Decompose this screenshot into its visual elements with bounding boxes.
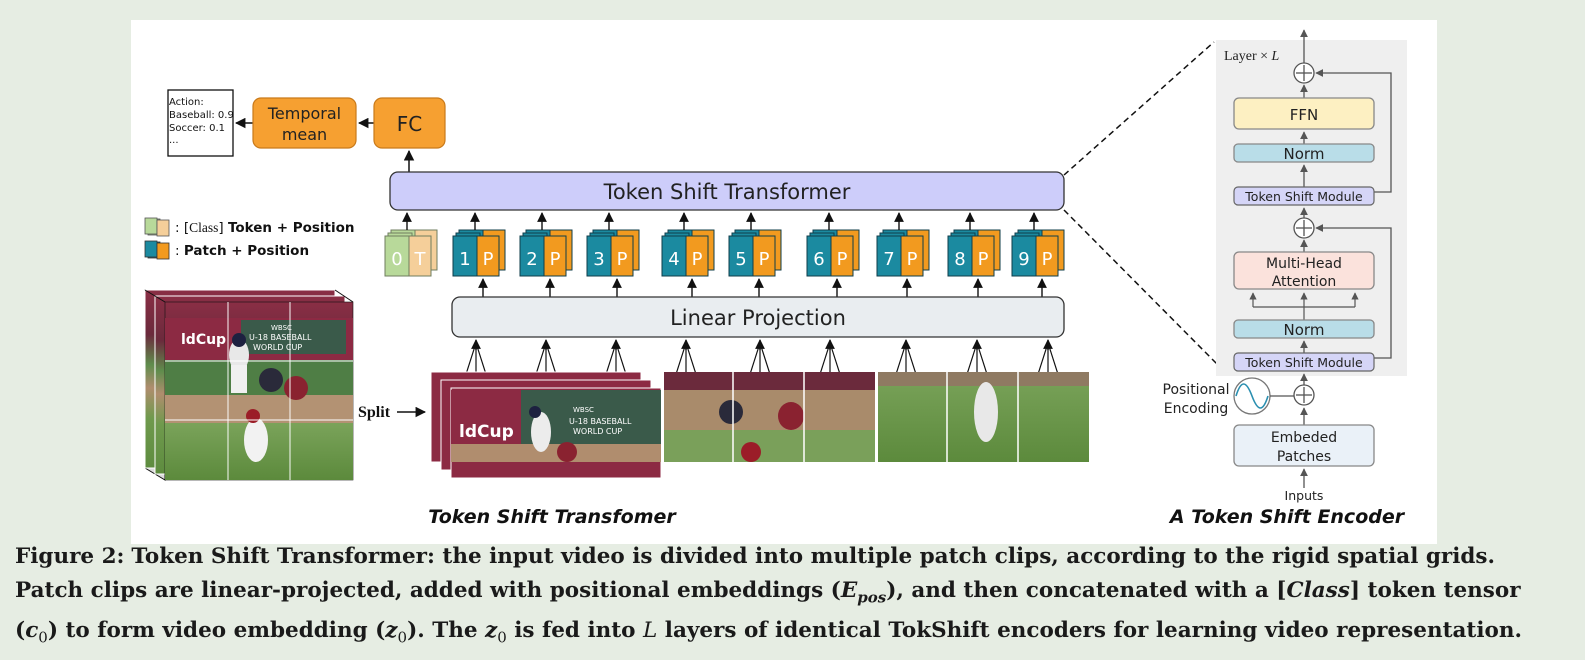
temporal-mean-line2: mean bbox=[282, 125, 327, 144]
token-letter: P bbox=[692, 249, 703, 270]
token-shift-module-top: Token Shift Module bbox=[1233, 186, 1375, 206]
output-box: Action: Baseball: 0.9 Soccer: 0.1 ... bbox=[167, 89, 234, 157]
token-letter: P bbox=[907, 249, 918, 270]
norm-box-bottom: Norm bbox=[1233, 319, 1375, 339]
add-node-middle bbox=[1293, 217, 1315, 239]
ffn-box: FFN bbox=[1233, 97, 1375, 130]
fc-box: FC bbox=[373, 97, 446, 149]
legend-patch-text: : Patch + Position bbox=[175, 243, 309, 259]
zoom-line-top bbox=[1063, 41, 1215, 176]
legend-class-swatch bbox=[144, 217, 170, 237]
split-label: Split bbox=[358, 404, 391, 421]
token-number: 0 bbox=[391, 249, 402, 270]
mha-line1: Multi-Head bbox=[1266, 256, 1342, 272]
patch-clips: ldCup WBSC U-18 BASEBALL WORLD CUP bbox=[430, 371, 1089, 479]
legend-patch-swatch bbox=[144, 240, 170, 260]
patch-banner-line2: WORLD CUP bbox=[573, 427, 622, 436]
temporal-mean-box: Temporal mean bbox=[252, 97, 357, 149]
norm-bottom-label: Norm bbox=[1284, 321, 1325, 339]
token-letter: P bbox=[759, 249, 770, 270]
token-number: 5 bbox=[735, 249, 746, 270]
positional-encoding-line1: Positional bbox=[1163, 382, 1230, 398]
frame-cup-text: ldCup bbox=[181, 332, 226, 348]
patch-cup-text: ldCup bbox=[459, 422, 514, 442]
fc-label: FC bbox=[397, 112, 422, 136]
embeded-patches-line1: Embeded bbox=[1271, 430, 1337, 446]
token-letter: P bbox=[483, 249, 494, 270]
output-action: Action: bbox=[169, 97, 204, 108]
figure-panel: Action: Baseball: 0.9 Soccer: 0.1 ... Te… bbox=[131, 20, 1437, 544]
input-video-stack: ldCup WBSC U-18 BASEBALL WORLD CUP bbox=[144, 289, 354, 481]
linear-projection-label: Linear Projection bbox=[670, 306, 846, 330]
patch-banner-line1: U-18 BASEBALL bbox=[569, 417, 632, 426]
token-letter: T bbox=[414, 249, 427, 270]
mha-line2: Attention bbox=[1272, 274, 1337, 290]
token-number: 8 bbox=[954, 249, 965, 270]
caption-figure-label: Figure 2: bbox=[15, 544, 125, 569]
caption-line-1-text: Token Shift Transformer: the input video… bbox=[131, 544, 1495, 569]
token-number: 4 bbox=[668, 249, 679, 270]
temporal-mean-line1: Temporal bbox=[267, 104, 341, 123]
caption-line-2: Patch clips are linear-projected, added … bbox=[15, 577, 1521, 606]
figure-caption: Figure 2: Token Shift Transformer: the i… bbox=[15, 540, 1575, 655]
multi-head-attention-box: Multi-Head Attention bbox=[1233, 251, 1375, 290]
norm-box-top: Norm bbox=[1233, 143, 1375, 163]
left-subtitle: Token Shift Transfomer bbox=[428, 506, 677, 528]
token-letter: P bbox=[1042, 249, 1053, 270]
legend-class-text: : [Class] Token + Position bbox=[175, 220, 355, 236]
norm-top-label: Norm bbox=[1284, 145, 1325, 163]
positional-encoding-line2: Encoding bbox=[1164, 401, 1229, 417]
token-letter: P bbox=[550, 249, 561, 270]
token-letter: P bbox=[617, 249, 628, 270]
token-letter: P bbox=[978, 249, 989, 270]
embeded-patches-box: Embeded Patches bbox=[1233, 424, 1375, 467]
inputs-label: Inputs bbox=[1285, 488, 1324, 503]
token-shift-transformer-label: Token Shift Transformer bbox=[603, 180, 851, 204]
add-node-top bbox=[1293, 62, 1315, 84]
token-number: 1 bbox=[459, 249, 470, 270]
ffn-label: FFN bbox=[1290, 106, 1318, 124]
token-number: 9 bbox=[1018, 249, 1029, 270]
layer-label: Layer × L bbox=[1224, 49, 1280, 64]
caption-line-3: (c0) to form video embedding (z0). The z… bbox=[15, 618, 1522, 647]
output-baseball: Baseball: 0.9 bbox=[169, 110, 234, 121]
token-number: 7 bbox=[883, 249, 894, 270]
token-number: 2 bbox=[526, 249, 537, 270]
token-number: 3 bbox=[593, 249, 604, 270]
right-subtitle: A Token Shift Encoder bbox=[1168, 506, 1406, 528]
token-number: 6 bbox=[813, 249, 824, 270]
linear-projection-bar: Linear Projection bbox=[451, 296, 1065, 338]
tsm-bottom-label: Token Shift Module bbox=[1244, 355, 1363, 370]
token-shift-transformer-bar: Token Shift Transformer bbox=[389, 171, 1065, 211]
frame-wbsc-text: WBSC bbox=[271, 324, 292, 332]
output-ellipsis: ... bbox=[169, 135, 179, 146]
output-soccer: Soccer: 0.1 bbox=[169, 123, 225, 134]
caption-line-1: Figure 2: Token Shift Transformer: the i… bbox=[15, 540, 1575, 574]
diagram-canvas: Action: Baseball: 0.9 Soccer: 0.1 ... Te… bbox=[144, 29, 1407, 528]
token-letter: P bbox=[837, 249, 848, 270]
frame-banner-line2: WORLD CUP bbox=[253, 343, 302, 352]
encoder-panel: Layer × L FFN Norm Token Shift Module bbox=[1216, 29, 1407, 376]
tsm-top-label: Token Shift Module bbox=[1244, 189, 1363, 204]
patch-wbsc-text: WBSC bbox=[573, 406, 594, 414]
frame-banner-line1: U-18 BASEBALL bbox=[249, 333, 312, 342]
zoom-line-bottom bbox=[1063, 209, 1219, 366]
embeded-patches-line2: Patches bbox=[1277, 449, 1331, 465]
positional-encoding-icon bbox=[1233, 377, 1271, 415]
add-node-positional bbox=[1293, 384, 1315, 406]
legend: : [Class] Token + Position : Patch + Pos… bbox=[144, 217, 355, 260]
token-shift-module-bottom: Token Shift Module bbox=[1233, 352, 1375, 372]
